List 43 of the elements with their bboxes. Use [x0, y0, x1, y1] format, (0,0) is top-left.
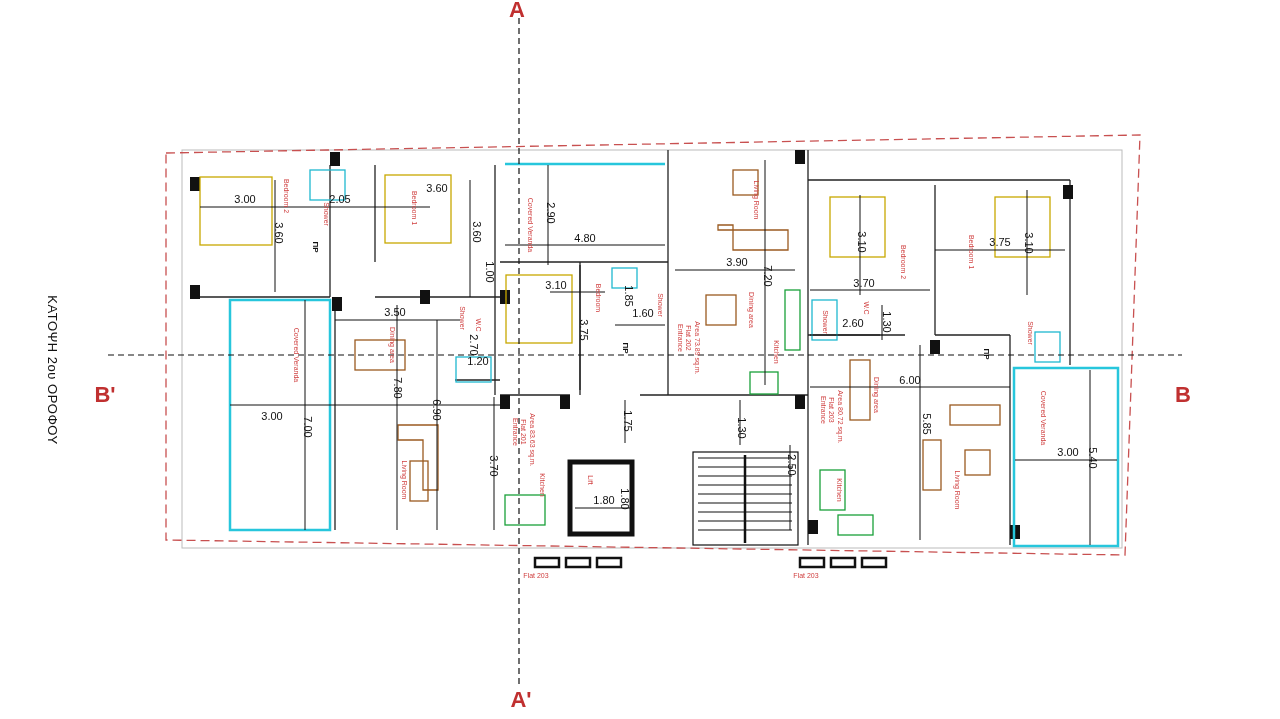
- room-label: ΠΡ: [311, 241, 319, 253]
- dimension-label: 2.60: [842, 317, 864, 329]
- dimension-label: 1.80: [593, 494, 615, 506]
- dimension-label: 4.80: [574, 232, 596, 244]
- dimension-label: 1.20: [467, 355, 489, 367]
- dimension-label: 3.10: [855, 231, 867, 253]
- section-mark: A': [510, 689, 532, 711]
- dimension-label: 2.90: [544, 202, 556, 224]
- section-mark: B': [94, 384, 116, 406]
- dimension-label: 1.85: [622, 285, 634, 307]
- dimension-label: 1.75: [621, 410, 633, 432]
- room-label: ΠΡ: [621, 342, 629, 354]
- dimension-label: 7.20: [761, 265, 773, 287]
- dimension-label: 3.00: [1057, 446, 1079, 458]
- dimension-label: 7.80: [391, 377, 403, 399]
- dimension-label: 3.60: [470, 221, 482, 243]
- dimension-label: 3.70: [487, 455, 499, 477]
- section-mark: B: [1175, 384, 1191, 406]
- dimension-label: 5.40: [1086, 447, 1098, 469]
- dimension-label: 6.00: [899, 374, 921, 386]
- dimension-label: 3.10: [545, 279, 567, 291]
- dimension-label: 1.30: [735, 417, 747, 439]
- drawing-title: ΚΑΤΟΨΗ 2ου ΟΡΟΦΟΥ: [44, 295, 60, 445]
- dimension-label: 3.10: [1022, 232, 1034, 254]
- dimension-label: 7.00: [301, 416, 313, 438]
- dimension-label: 1.30: [880, 311, 892, 333]
- dimension-label: 3.60: [272, 222, 284, 244]
- room-label: ΠΡ: [982, 348, 990, 360]
- dimension-label: 3.50: [384, 306, 406, 318]
- dimension-label: 1.60: [632, 307, 654, 319]
- dimension-label: 1.00: [483, 261, 495, 283]
- dimension-label: 5.85: [920, 413, 932, 435]
- dimension-label: 3.00: [234, 193, 256, 205]
- dimension-label: 3.60: [426, 182, 448, 194]
- dimension-label: 3.90: [726, 256, 748, 268]
- dimension-label: 3.00: [261, 410, 283, 422]
- dimension-label: 2.70: [467, 334, 479, 356]
- section-mark: A: [509, 0, 525, 21]
- dimension-label: 3.70: [853, 277, 875, 289]
- dimension-label: 3.75: [577, 319, 589, 341]
- dimension-label: 2.50: [785, 454, 797, 476]
- dimension-label: 6.90: [430, 399, 442, 421]
- dimension-label: 1.80: [618, 488, 630, 510]
